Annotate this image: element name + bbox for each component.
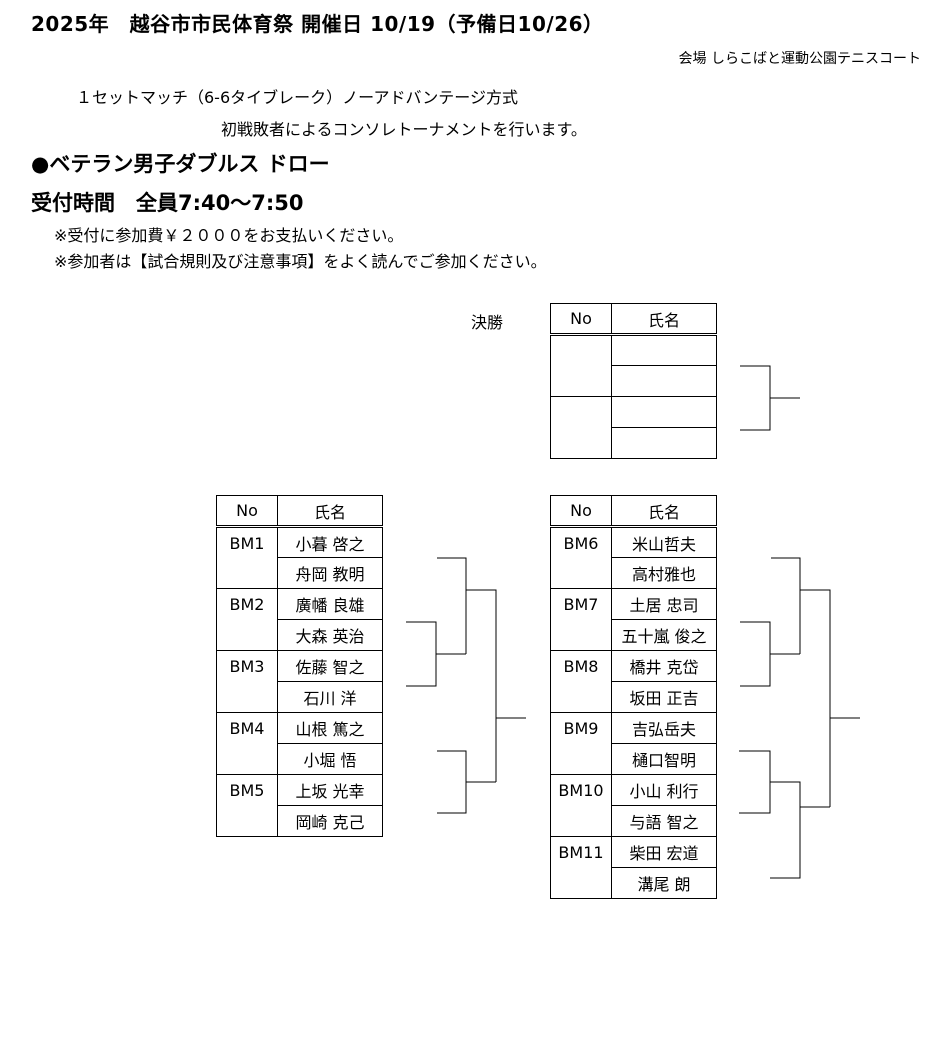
table-row: 五十嵐 俊之 xyxy=(551,619,717,651)
pair-no: BM8 xyxy=(550,650,612,713)
pair-no: BM3 xyxy=(216,650,278,713)
col-no: No xyxy=(216,495,278,528)
player-name: 吉弘岳夫 xyxy=(611,712,717,744)
fee-note: ※受付に参加費￥２０００をお支払いください。 xyxy=(54,226,404,245)
player-name: 高村雅也 xyxy=(611,557,717,589)
player-name: 小堀 悟 xyxy=(277,743,383,775)
reception-time: 受付時間 全員7:40～7:50 xyxy=(31,191,304,215)
player-name: 廣幡 良雄 xyxy=(277,588,383,620)
player-name: 柴田 宏道 xyxy=(611,836,717,868)
venue: 会場 しらこばと運動公園テニスコート xyxy=(678,51,921,67)
player-name: 舟岡 教明 xyxy=(277,557,383,589)
col-no: No xyxy=(550,303,612,336)
col-name: 氏名 xyxy=(277,495,383,528)
table-row: 溝尾 朗 xyxy=(551,867,717,899)
col-name: 氏名 xyxy=(611,303,717,336)
player-name: 大森 英治 xyxy=(277,619,383,651)
player-name: 溝尾 朗 xyxy=(611,867,717,899)
player-name: 小暮 啓之 xyxy=(277,526,383,558)
player-name: 五十嵐 俊之 xyxy=(611,619,717,651)
table-row: 舟岡 教明 xyxy=(217,557,383,589)
table-row: 石川 洋 xyxy=(217,681,383,713)
pair-no: BM11 xyxy=(550,836,612,899)
col-no: No xyxy=(550,495,612,528)
table-row: 岡崎 克己 xyxy=(217,805,383,837)
section-title: ●ベテラン男子ダブルス ドロー xyxy=(31,152,330,176)
pair-no: BM1 xyxy=(216,526,278,589)
final-name xyxy=(611,365,717,397)
final-name xyxy=(611,334,717,366)
player-name: 岡崎 克己 xyxy=(277,805,383,837)
table-row: 小堀 悟 xyxy=(217,743,383,775)
player-name: 橋井 克岱 xyxy=(611,650,717,682)
consolation-note: 初戦敗者によるコンソレトーナメントを行います。 xyxy=(221,120,587,139)
match-format: １セットマッチ（6-6タイブレーク）ノーアドバンテージ方式 xyxy=(76,88,518,107)
table-row: 高村雅也 xyxy=(551,557,717,589)
table-row: 樋口智明 xyxy=(551,743,717,775)
player-name: 樋口智明 xyxy=(611,743,717,775)
table-row: 大森 英治 xyxy=(217,619,383,651)
player-name: 山根 篤之 xyxy=(277,712,383,744)
pair-no: BM5 xyxy=(216,774,278,837)
rules-note: ※参加者は【試合規則及び注意事項】をよく読んでご参加ください。 xyxy=(54,252,547,271)
page-title: 2025年 越谷市市民体育祭 開催日 10/19（予備日10/26） xyxy=(31,12,604,36)
final-name xyxy=(611,427,717,459)
col-name: 氏名 xyxy=(611,495,717,528)
pair-no: BM6 xyxy=(550,526,612,589)
player-name: 石川 洋 xyxy=(277,681,383,713)
final-label: 決勝 xyxy=(471,313,504,332)
final-no xyxy=(550,396,612,459)
final-no xyxy=(550,334,612,397)
